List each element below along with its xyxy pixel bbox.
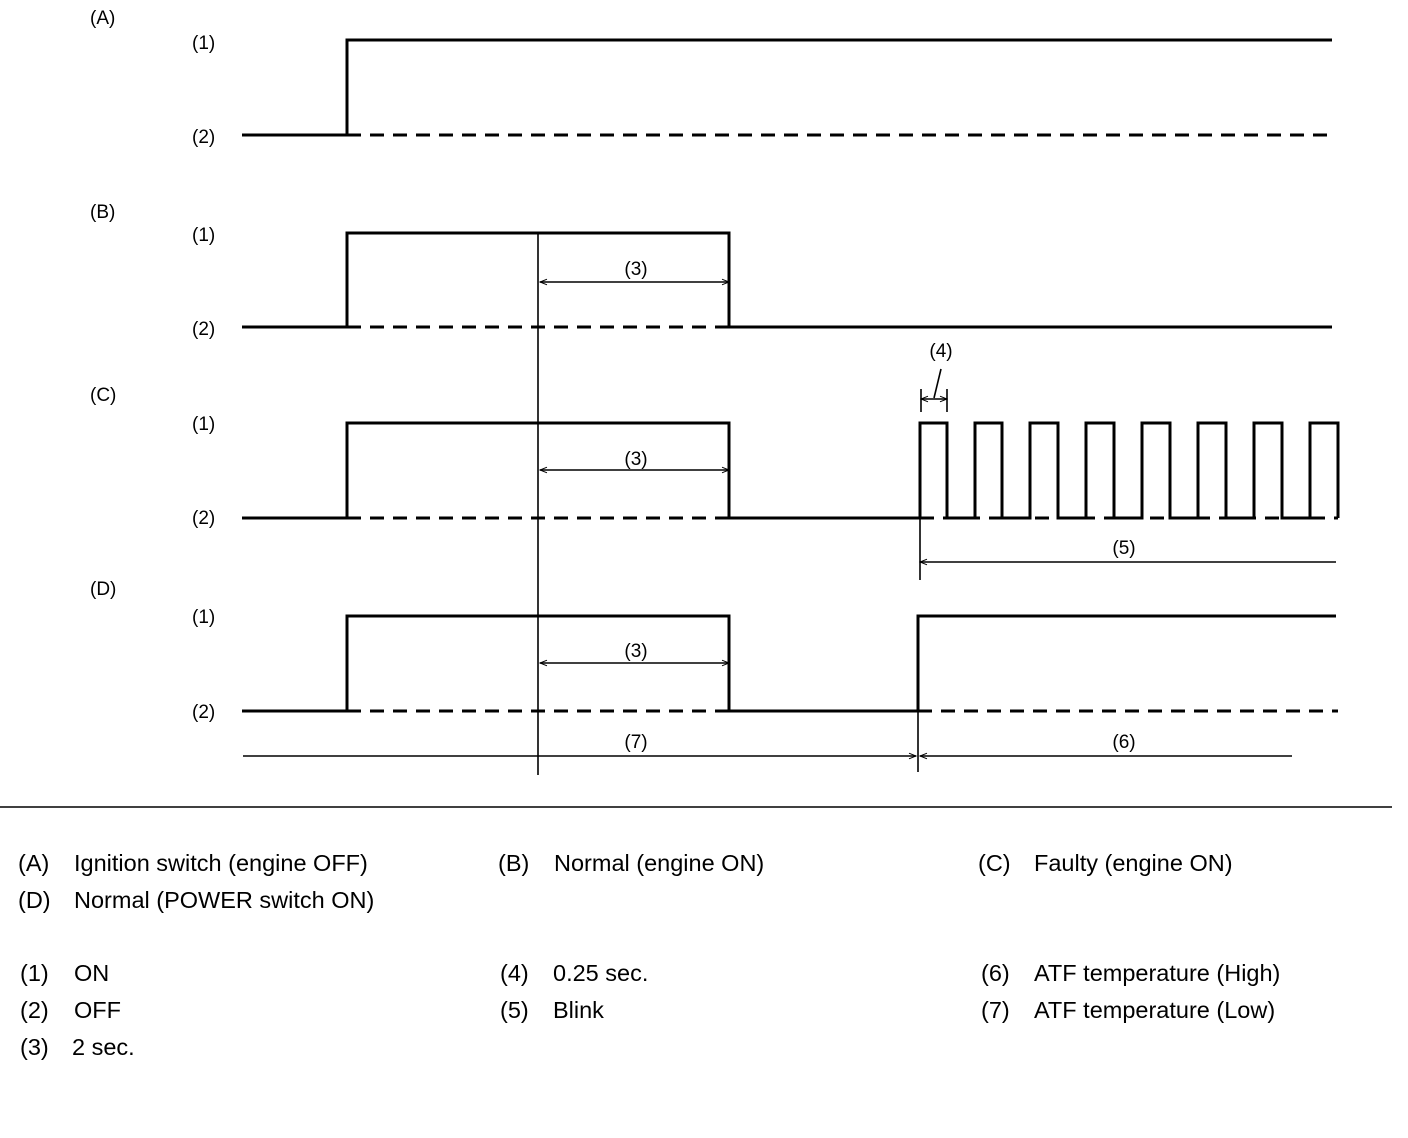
legend-item-1-key: (1) (20, 960, 49, 986)
panel-a-letter: (A) (90, 8, 115, 29)
panel-c-pulse-leader (933, 368, 942, 399)
legend-item-7-key: (7) (981, 997, 1010, 1023)
panel-c-dim-label: (3) (624, 449, 647, 470)
legend-panel-b-key: (B) (498, 850, 530, 876)
legend-item-3-key: (3) (20, 1034, 49, 1060)
panel-b-on-label: (1) (192, 225, 215, 246)
legend: (A) Ignition switch (engine OFF) (B) Nor… (0, 840, 1408, 1100)
panel-c-pulse-label: (4) (929, 341, 952, 362)
panel-a: (A) (1) (2) (90, 8, 1332, 148)
panel-b-signal (242, 231, 1332, 329)
legend-item-7-text: ATF temperature (Low) (1034, 997, 1276, 1023)
legend-panel-d-key: (D) (18, 887, 51, 913)
legend-panel-a-key: (A) (18, 850, 50, 876)
legend-panel-b-text: Normal (engine ON) (554, 850, 765, 876)
legend-item-6-text: ATF temperature (High) (1034, 960, 1281, 986)
panel-b-dim-label: (3) (624, 259, 647, 280)
legend-item-5-text: Blink (553, 997, 604, 1023)
timing-diagram: (A) (1) (2) (B) (1) (2) (3) (C) (1) (2) … (0, 8, 1392, 808)
legend-panel-c-text: Faulty (engine ON) (1034, 850, 1233, 876)
legend-item-2-text: OFF (74, 997, 121, 1023)
panel-b-letter: (B) (90, 202, 115, 223)
panel-d-letter: (D) (90, 579, 116, 600)
panel-d-signal (242, 614, 1336, 713)
legend-panel-c-key: (C) (978, 850, 1011, 876)
panel-d-low-label: (7) (624, 732, 647, 753)
panel-a-on-label: (1) (192, 33, 215, 54)
legend-item-1-text: ON (74, 960, 110, 986)
panel-d-off-label: (2) (192, 702, 215, 723)
panel-c-on-label: (1) (192, 414, 215, 435)
panel-d: (D) (1) (2) (3) (7) (6) (90, 579, 1338, 772)
legend-item-4-text: 0.25 sec. (553, 960, 649, 986)
panel-c-letter: (C) (90, 385, 116, 406)
panel-d-on-label: (1) (192, 607, 215, 628)
panel-d-dim-label: (3) (624, 641, 647, 662)
panel-b-off-label: (2) (192, 319, 215, 340)
panel-c-blink-signal (918, 421, 1340, 520)
legend-panel-d-text: Normal (POWER switch ON) (74, 887, 375, 913)
legend-item-6-key: (6) (981, 960, 1010, 986)
panel-c-blink-label: (5) (1112, 538, 1135, 559)
legend-item-3-text: 2 sec. (72, 1034, 135, 1060)
panel-a-off-label: (2) (192, 127, 215, 148)
legend-item-2-key: (2) (20, 997, 49, 1023)
legend-panel-a-text: Ignition switch (engine OFF) (74, 850, 368, 876)
panel-c-off-label: (2) (192, 508, 215, 529)
panel-b: (B) (1) (2) (3) (90, 202, 1332, 340)
panel-c: (C) (1) (2) (3) (4) (5) (90, 341, 1340, 580)
panel-a-signal (242, 38, 1332, 137)
legend-item-5-key: (5) (500, 997, 529, 1023)
legend-item-4-key: (4) (500, 960, 529, 986)
panel-d-high-label: (6) (1112, 732, 1135, 753)
